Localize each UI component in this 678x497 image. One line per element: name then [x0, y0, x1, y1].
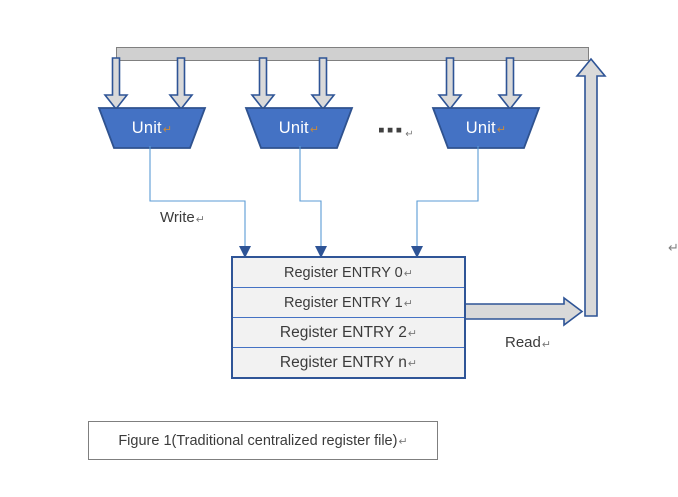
stray-pilcrow-icon: ↵ — [668, 240, 678, 255]
bus-to-unit-arrow-3a — [437, 57, 463, 111]
write-label-text: Write — [160, 209, 195, 226]
register-entry-label: Register ENTRY n — [279, 353, 407, 371]
pilcrow-icon: ↵ — [398, 436, 408, 448]
unit-1[interactable]: Unit↵ — [96, 107, 208, 149]
write-connector-unit-3 — [411, 146, 479, 258]
register-entry-label: Register ENTRY 1 — [284, 294, 403, 311]
bus-to-unit-arrow-1b — [168, 57, 194, 111]
unit-2[interactable]: Unit↵ — [243, 107, 355, 149]
read-label: Read↵ — [505, 334, 551, 351]
figure-caption-text: Figure 1(Traditional centralized registe… — [118, 432, 398, 449]
register-entry-label: Register ENTRY 2 — [279, 323, 407, 341]
pilcrow-icon: ↵ — [407, 328, 418, 340]
ellipsis-marker: ▪▪▪↵ — [378, 121, 416, 140]
bus-to-unit-arrow-2a — [250, 57, 276, 111]
unit-3[interactable]: Unit↵ — [430, 107, 542, 149]
read-label-text: Read — [505, 334, 541, 351]
ellipsis-dots: ▪▪▪ — [378, 120, 405, 141]
write-label: Write↵ — [160, 209, 205, 226]
pilcrow-icon: ↵ — [541, 339, 552, 351]
read-return-up-arrow — [575, 57, 607, 317]
pilcrow-icon: ↵ — [405, 129, 416, 140]
register-entry-row[interactable]: Register ENTRY 2↵ — [233, 318, 464, 348]
figure-caption-box: Figure 1(Traditional centralized registe… — [88, 421, 438, 460]
write-connector-unit-2 — [299, 146, 327, 258]
bus-to-unit-arrow-2b — [310, 57, 336, 111]
pilcrow-icon: ↵ — [403, 268, 413, 280]
bus-to-unit-arrow-3b — [497, 57, 523, 111]
shared-bus-bar — [116, 47, 589, 61]
register-entry-row[interactable]: Register ENTRY 0↵ — [233, 258, 464, 288]
pilcrow-icon: ↵ — [407, 358, 418, 370]
bus-to-unit-arrow-1a — [103, 57, 129, 111]
read-block-arrow — [463, 296, 584, 327]
pilcrow-icon: ↵ — [195, 214, 205, 226]
write-connector-unit-1 — [149, 146, 251, 258]
register-entry-row[interactable]: Register ENTRY 1↵ — [233, 288, 464, 318]
register-file: Register ENTRY 0↵ Register ENTRY 1↵ Regi… — [231, 256, 466, 379]
register-entry-label: Register ENTRY 0 — [284, 264, 403, 281]
pilcrow-icon: ↵ — [403, 298, 413, 310]
register-entry-row[interactable]: Register ENTRY n↵ — [233, 348, 464, 377]
